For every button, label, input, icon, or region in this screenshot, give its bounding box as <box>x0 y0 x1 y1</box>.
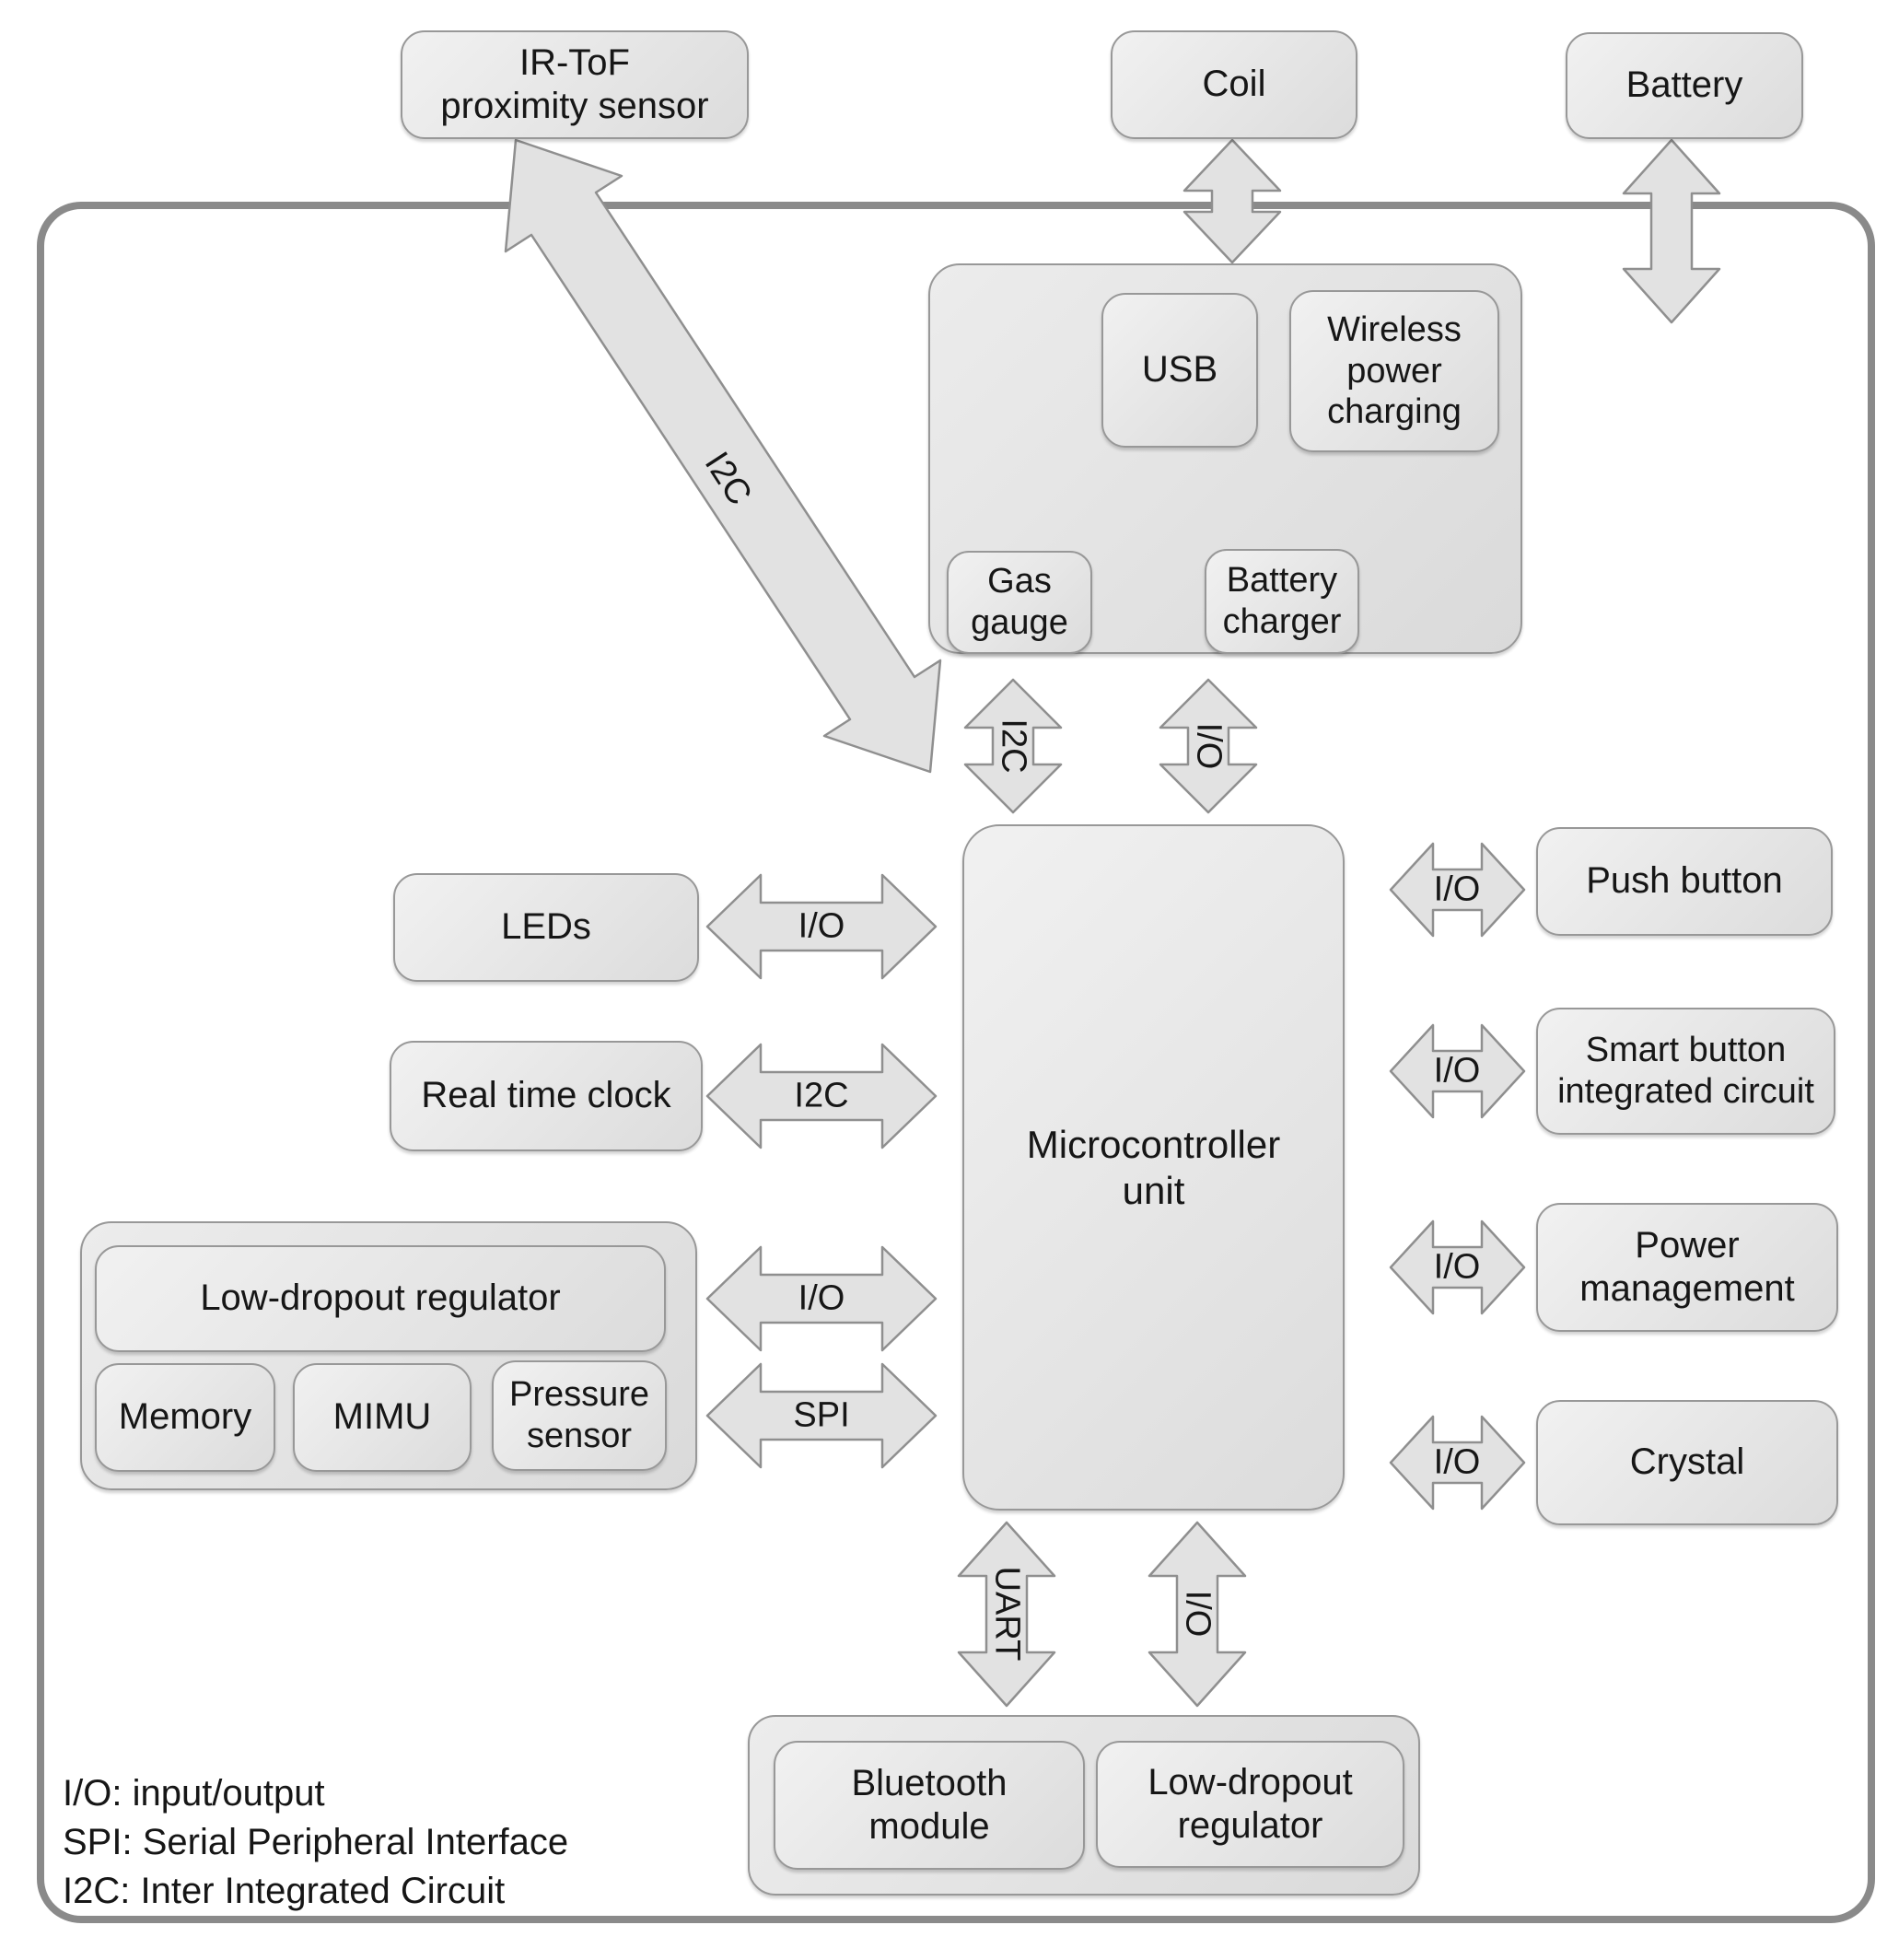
node-real-time-clock: Real time clock <box>390 1041 703 1151</box>
bus-label-io-crystal: I/O <box>1433 1442 1481 1482</box>
node-mimu: MIMU <box>293 1363 472 1472</box>
io-leds-arrow <box>705 873 938 980</box>
legend-io: I/O: input/output <box>63 1773 325 1814</box>
i2c-rtc-arrow <box>705 1043 938 1149</box>
bus-label-io-bottom: I/O <box>1178 1590 1217 1638</box>
node-push-button: Push button <box>1536 827 1833 936</box>
node-smart-button-integrated-circuit: Smart button integrated circuit <box>1536 1008 1835 1135</box>
legend-spi: SPI: Serial Peripheral Interface <box>63 1822 569 1862</box>
legend-i2c: I2C: Inter Integrated Circuit <box>63 1871 506 1911</box>
bus-label-spi-sensor: SPI <box>793 1395 850 1435</box>
bus-label-io-push-button: I/O <box>1433 869 1481 909</box>
i2c-proximity-bus-arrow <box>504 138 942 774</box>
io-ldo-bottom-arrow <box>1148 1521 1247 1708</box>
io-power-management-arrow <box>1389 1219 1526 1315</box>
node-low-dropout-regulator-left: Low-dropout regulator <box>95 1245 666 1352</box>
battery-power-arrow <box>1622 138 1721 324</box>
node-bluetooth-module: Bluetooth module <box>774 1741 1085 1870</box>
node-wireless-power-charging: Wireless power charging <box>1289 290 1499 452</box>
node-power-management: Power management <box>1536 1203 1838 1332</box>
node-ir-tof-proximity-sensor: IR-ToF proximity sensor <box>401 30 749 139</box>
io-sensor-arrow <box>705 1245 938 1352</box>
bus-label-io-power: I/O <box>1189 722 1229 770</box>
io-smart-button-arrow <box>1389 1023 1526 1119</box>
bus-label-uart: UART <box>987 1566 1027 1662</box>
bus-label-io-power-management: I/O <box>1433 1247 1481 1287</box>
i2c-power-mcu-arrow <box>963 678 1063 814</box>
node-microcontroller-unit: Microcontroller unit <box>962 824 1345 1511</box>
node-battery: Battery <box>1566 32 1803 139</box>
node-leds: LEDs <box>393 873 699 982</box>
bus-label-io-leds: I/O <box>798 906 845 946</box>
node-pressure-sensor: Pressure sensor <box>492 1360 667 1471</box>
node-coil: Coil <box>1111 30 1357 139</box>
node-crystal: Crystal <box>1536 1400 1838 1525</box>
coil-power-arrow <box>1183 138 1282 264</box>
node-usb: USB <box>1101 293 1258 448</box>
io-push-button-arrow <box>1389 842 1526 938</box>
uart-bluetooth-arrow <box>957 1521 1056 1708</box>
node-low-dropout-regulator-bottom: Low-dropout regulator <box>1096 1741 1404 1868</box>
spi-sensor-arrow <box>705 1362 938 1469</box>
node-battery-charger: Battery charger <box>1205 549 1359 654</box>
io-power-mcu-arrow <box>1159 678 1258 814</box>
node-gas-gauge: Gas gauge <box>947 551 1092 654</box>
bus-label-i2c-rtc: I2C <box>794 1076 849 1115</box>
io-crystal-arrow <box>1389 1415 1526 1511</box>
node-memory: Memory <box>95 1363 275 1472</box>
bus-label-io-smart-button: I/O <box>1433 1051 1481 1091</box>
bus-label-io-sensor: I/O <box>798 1278 845 1318</box>
bus-label-i2c-power: I2C <box>994 718 1033 774</box>
